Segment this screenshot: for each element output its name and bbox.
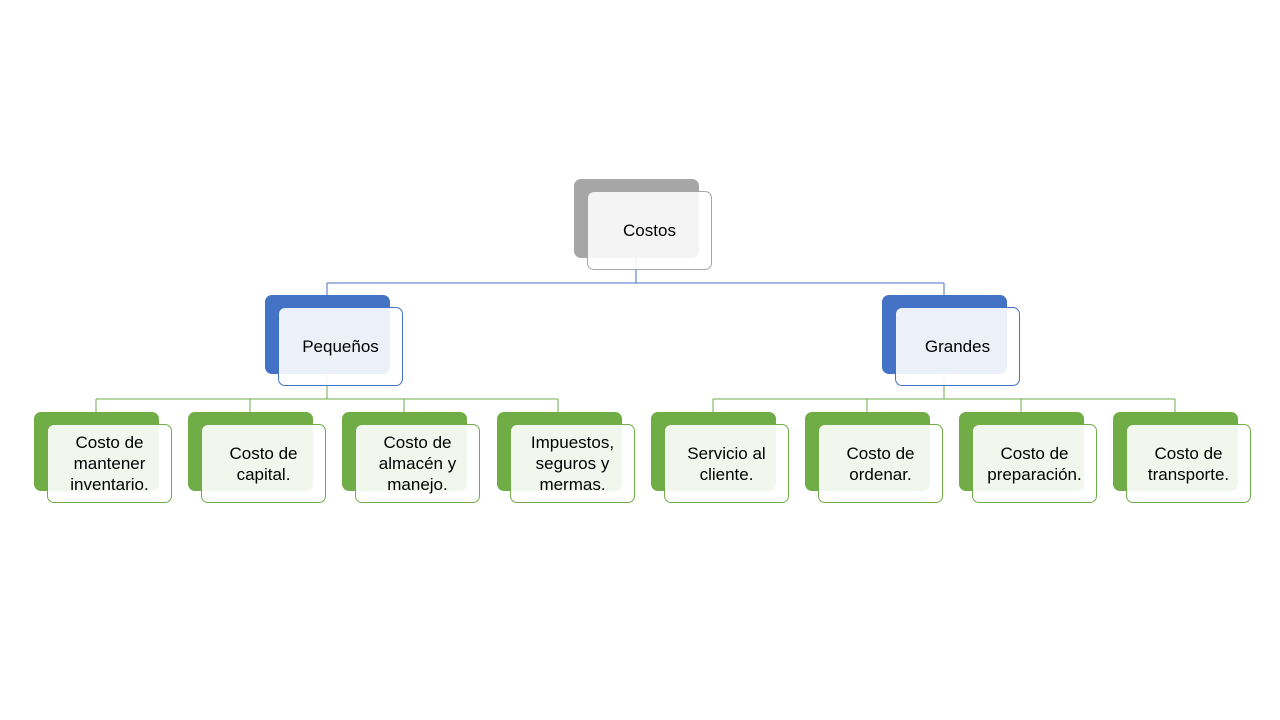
node-label: Costo de transporte. [1126, 424, 1251, 503]
node-root-label: Costos [587, 191, 712, 270]
node-label: Costo de ordenar. [818, 424, 943, 503]
connector-root-to-level1 [326, 258, 945, 296]
node-label: Impuestos, seguros y mermas. [510, 424, 635, 503]
connector-pequenos-children [95, 375, 559, 412]
connector-grandes-children [712, 375, 1176, 412]
node-label: Costo de mantener inventario. [47, 424, 172, 503]
node-label: Costo de capital. [201, 424, 326, 503]
node-pequenos-label: Pequeños [278, 307, 403, 386]
node-grandes-label: Grandes [895, 307, 1020, 386]
node-label: Servicio al cliente. [664, 424, 789, 503]
node-label: Costo de preparación. [972, 424, 1097, 503]
node-label: Costo de almacén y manejo. [355, 424, 480, 503]
